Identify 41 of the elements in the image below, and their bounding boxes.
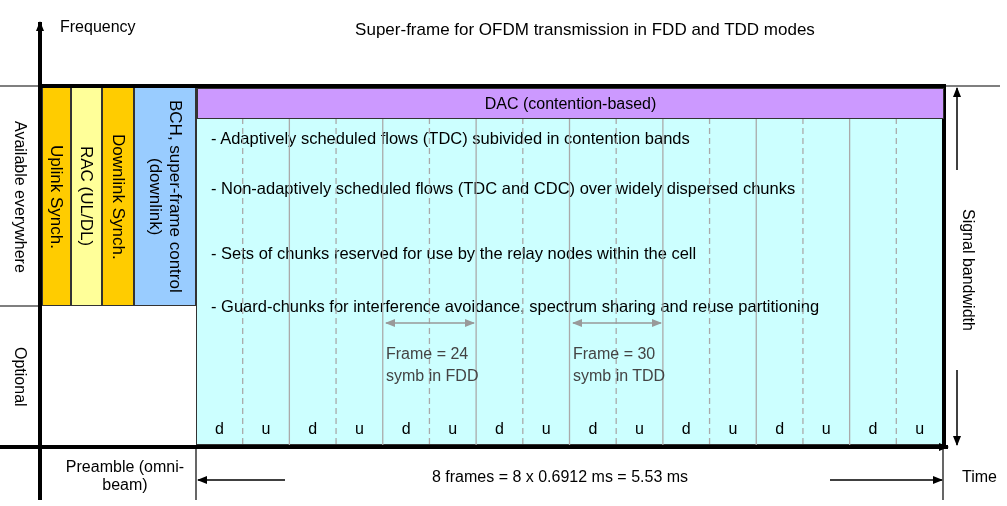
strip-label: Uplink Synch. xyxy=(46,144,67,249)
preamble-strip xyxy=(71,87,102,306)
frame-note: Frame = 24 symb in FDD xyxy=(386,344,480,386)
dimension-label: Signal bandwidth xyxy=(959,208,979,333)
band-title: DAC (contention-based) xyxy=(484,94,657,113)
axis-label: Frequency xyxy=(60,18,137,37)
slot-letter: u xyxy=(634,420,645,439)
slot-letter: u xyxy=(447,420,459,439)
slot-letter: d xyxy=(494,420,505,439)
slot-letter: d xyxy=(213,420,225,439)
slot-letter: d xyxy=(680,420,692,439)
slot-letter: d xyxy=(867,420,879,439)
slot-letter: u xyxy=(914,420,926,439)
strip-label: RAC (UL/DL) xyxy=(76,146,97,247)
preamble-strip xyxy=(42,87,71,306)
dac-area xyxy=(196,87,943,445)
strip-label: BCH, super-frame control (downlink) xyxy=(145,99,185,295)
bullet-text: - Sets of chunks reserved for use by the relay nodes within the cell xyxy=(211,243,698,264)
side-label: Available everywhere xyxy=(11,119,31,275)
bullet-text: - Guard-chunks for interference avoidance, spectrum sharing and reuse partitioning xyxy=(211,296,821,317)
dimension-label: 8 frames = 8 x 0.6912 ms = 5.53 ms xyxy=(430,468,690,487)
axis-label: Time xyxy=(962,468,998,487)
slot-letter: u xyxy=(540,420,552,439)
slot-letter: u xyxy=(820,420,832,439)
preamble-strip xyxy=(102,87,134,306)
bullet-text: - Non-adaptively scheduled flows (TDC and CDC) over widely dispersed chunks xyxy=(211,178,797,199)
frame-note: Frame = 30 symb in TDD xyxy=(573,344,667,386)
slot-letter: d xyxy=(400,420,412,439)
slot-letter: d xyxy=(774,420,786,439)
caption-text: Preamble (omni-beam) xyxy=(64,458,186,495)
slot-letter: u xyxy=(353,420,365,439)
slot-letter: u xyxy=(260,420,272,439)
preamble-strip xyxy=(134,87,196,306)
side-label: Optional xyxy=(11,345,31,409)
strip-label: Downlink Synch. xyxy=(108,133,128,260)
dac-band xyxy=(197,88,944,119)
slot-letter: d xyxy=(587,420,599,439)
title: Super-frame for OFDM transmission in FDD and TDD modes xyxy=(354,20,816,40)
slot-letter: u xyxy=(727,420,739,439)
bullet-text: - Adaptively scheduled flows (TDC) subivided in contention bands xyxy=(211,128,691,149)
slot-letter: d xyxy=(307,420,319,439)
